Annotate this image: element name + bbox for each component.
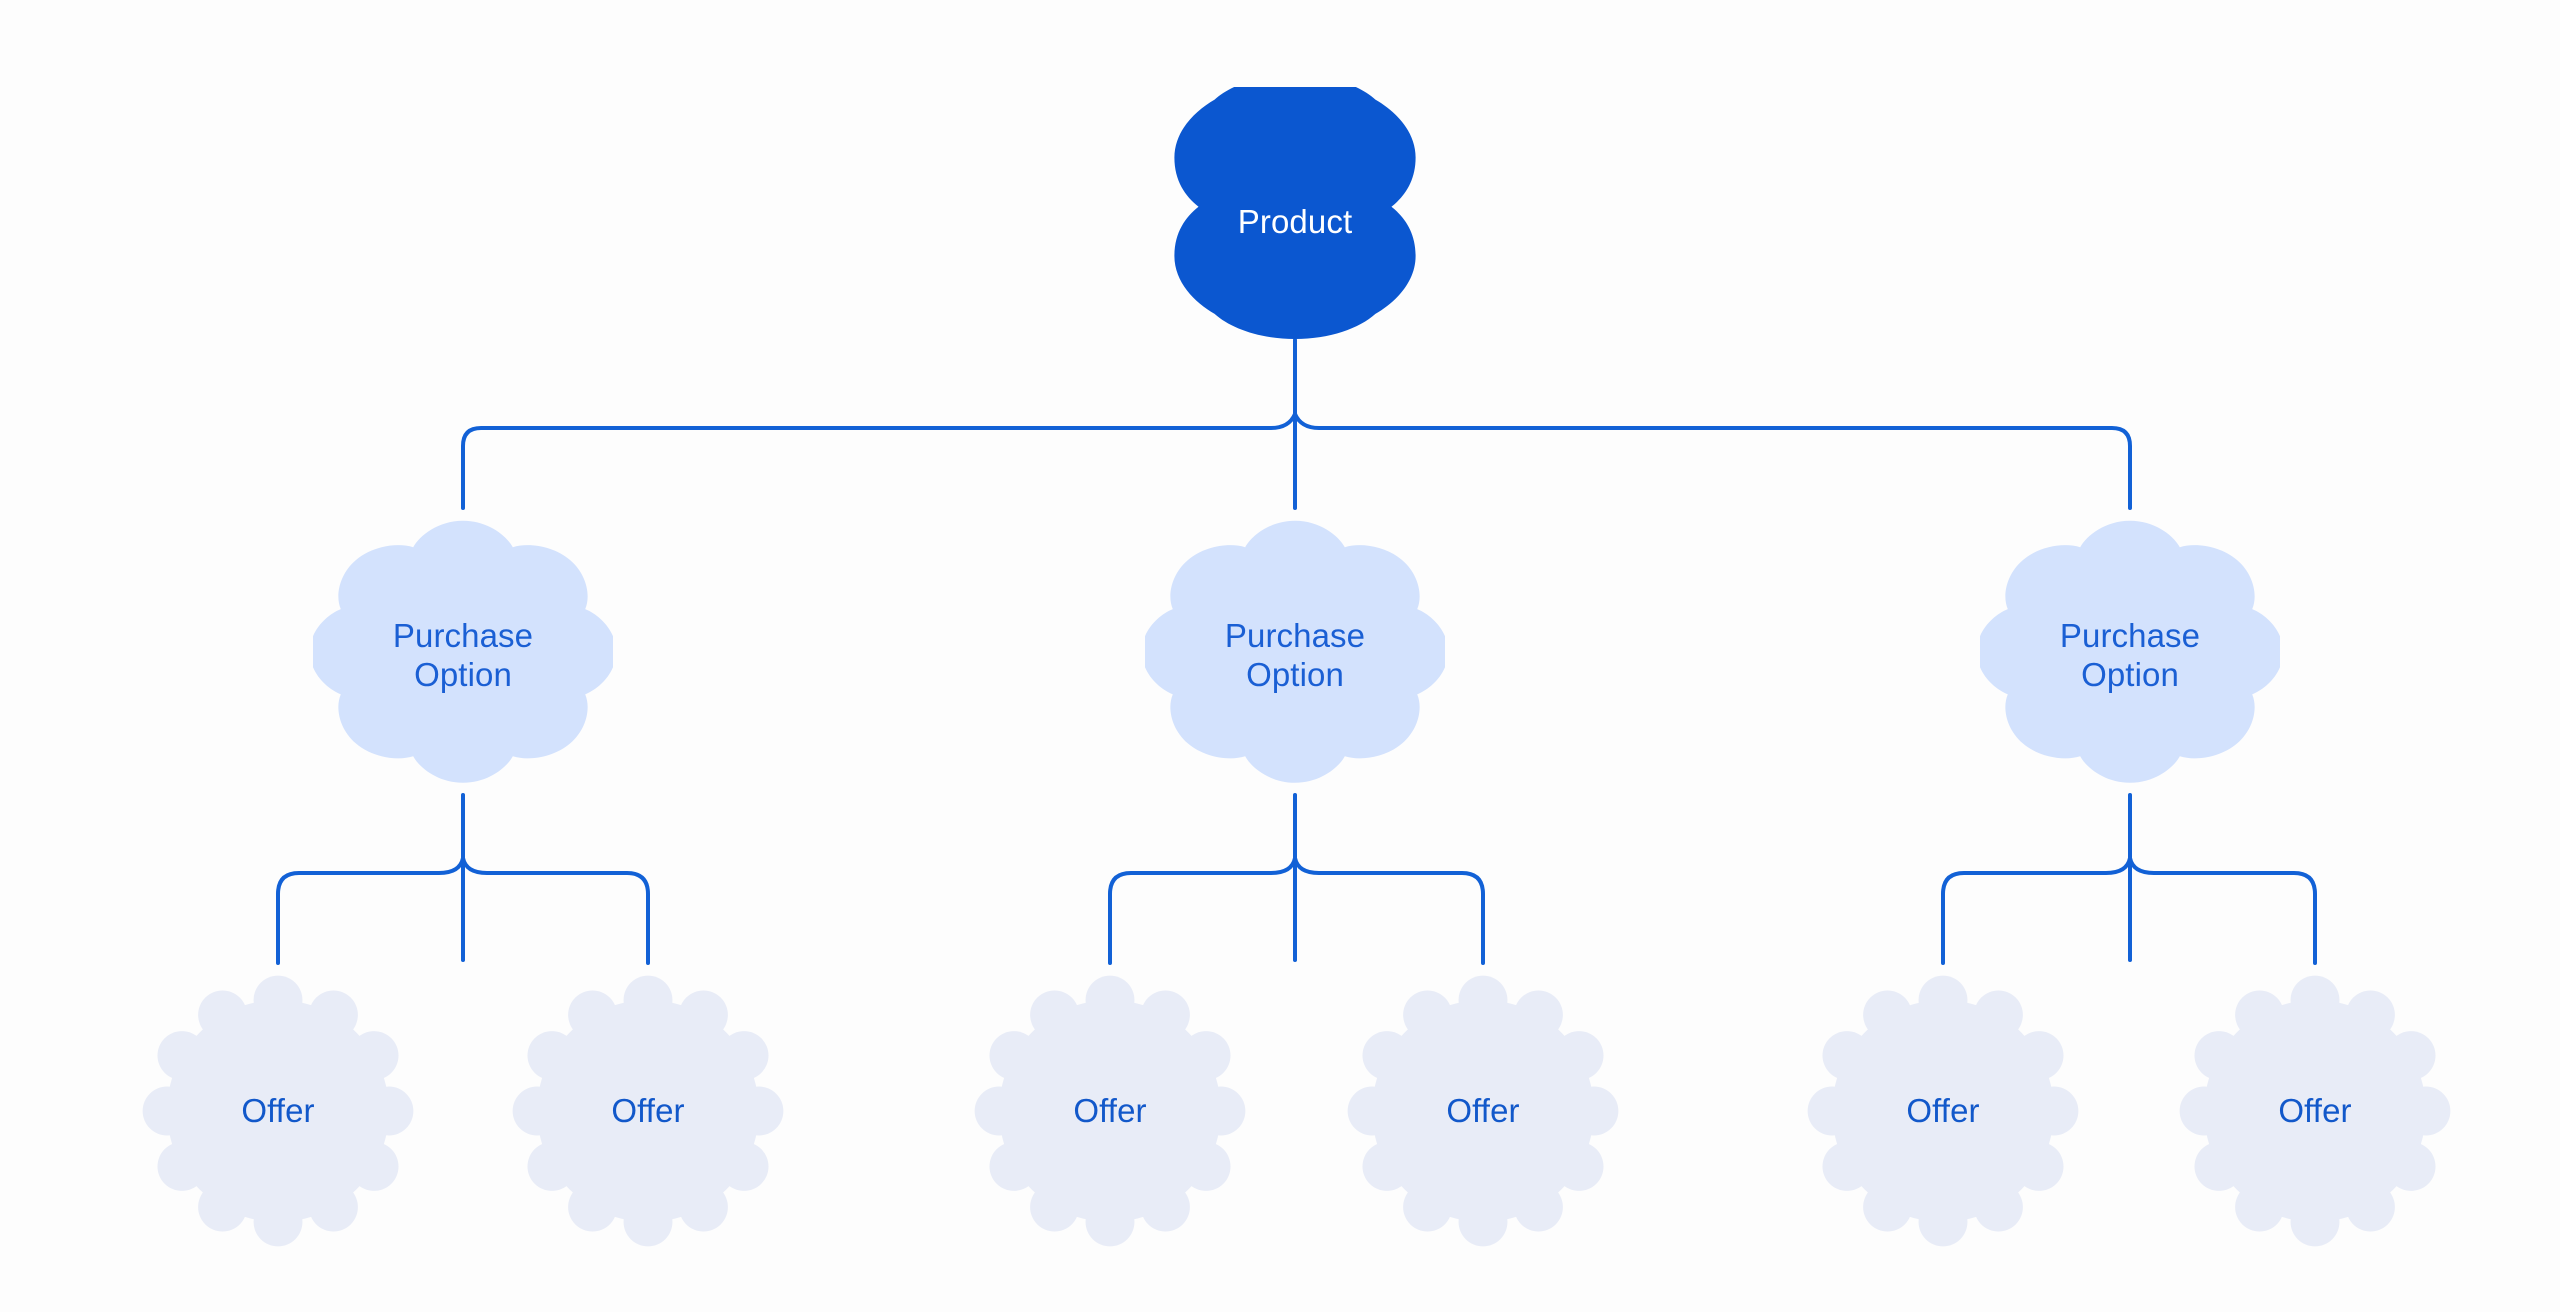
edge-po-1-to-offer-1 (276, 856, 465, 965)
node-offer-label: Offer (241, 1091, 315, 1129)
node-purchase-option-2[interactable]: Purchase Option (1145, 515, 1445, 797)
edge-po-2-to-offer-3 (1108, 856, 1297, 965)
edge-po-3-to-offer-5 (1941, 856, 2132, 965)
node-offer-4[interactable]: Offer (1342, 970, 1624, 1252)
twelve-lobe-scallop-shape (142, 975, 414, 1247)
twelve-lobe-scallop-shape (2179, 975, 2451, 1247)
node-product-label: Product (1237, 202, 1353, 240)
node-offer-3[interactable]: Offer (969, 970, 1251, 1252)
eight-lobe-flower-shape (313, 520, 613, 783)
node-purchase-option-label: Purchase Option (392, 617, 534, 693)
edge-po-3-to-offer-6 (2128, 856, 2317, 965)
twelve-lobe-scallop-shape (512, 975, 784, 1247)
edge-product-to-po-1 (461, 412, 1297, 510)
edge-product-to-po-3 (1293, 412, 2132, 510)
node-purchase-option-label: Purchase Option (1224, 617, 1366, 693)
edge-po-1-to-offer-2 (461, 856, 650, 965)
node-purchase-option-1[interactable]: Purchase Option (313, 515, 613, 797)
twelve-lobe-scallop-shape (1807, 975, 2079, 1247)
eight-lobe-flower-shape (1145, 520, 1445, 783)
node-offer-label: Offer (1073, 1091, 1147, 1129)
eight-lobe-flower-shape (1980, 520, 2280, 783)
node-offer-label: Offer (2278, 1091, 2352, 1129)
twelve-lobe-scallop-shape (1347, 975, 1619, 1247)
four-lobe-clover-shape (1174, 87, 1416, 339)
node-purchase-option-3[interactable]: Purchase Option (1980, 515, 2280, 797)
node-offer-label: Offer (1446, 1091, 1520, 1129)
node-product[interactable]: Product (1161, 87, 1429, 357)
node-offer-1[interactable]: Offer (137, 970, 419, 1252)
node-offer-2[interactable]: Offer (507, 970, 789, 1252)
node-offer-label: Offer (611, 1091, 685, 1129)
node-purchase-option-label: Purchase Option (2059, 617, 2201, 693)
edge-po-2-to-offer-4 (1293, 856, 1485, 965)
twelve-lobe-scallop-shape (974, 975, 1246, 1247)
node-offer-6[interactable]: Offer (2174, 970, 2456, 1252)
node-offer-5[interactable]: Offer (1802, 970, 2084, 1252)
node-offer-label: Offer (1906, 1091, 1980, 1129)
